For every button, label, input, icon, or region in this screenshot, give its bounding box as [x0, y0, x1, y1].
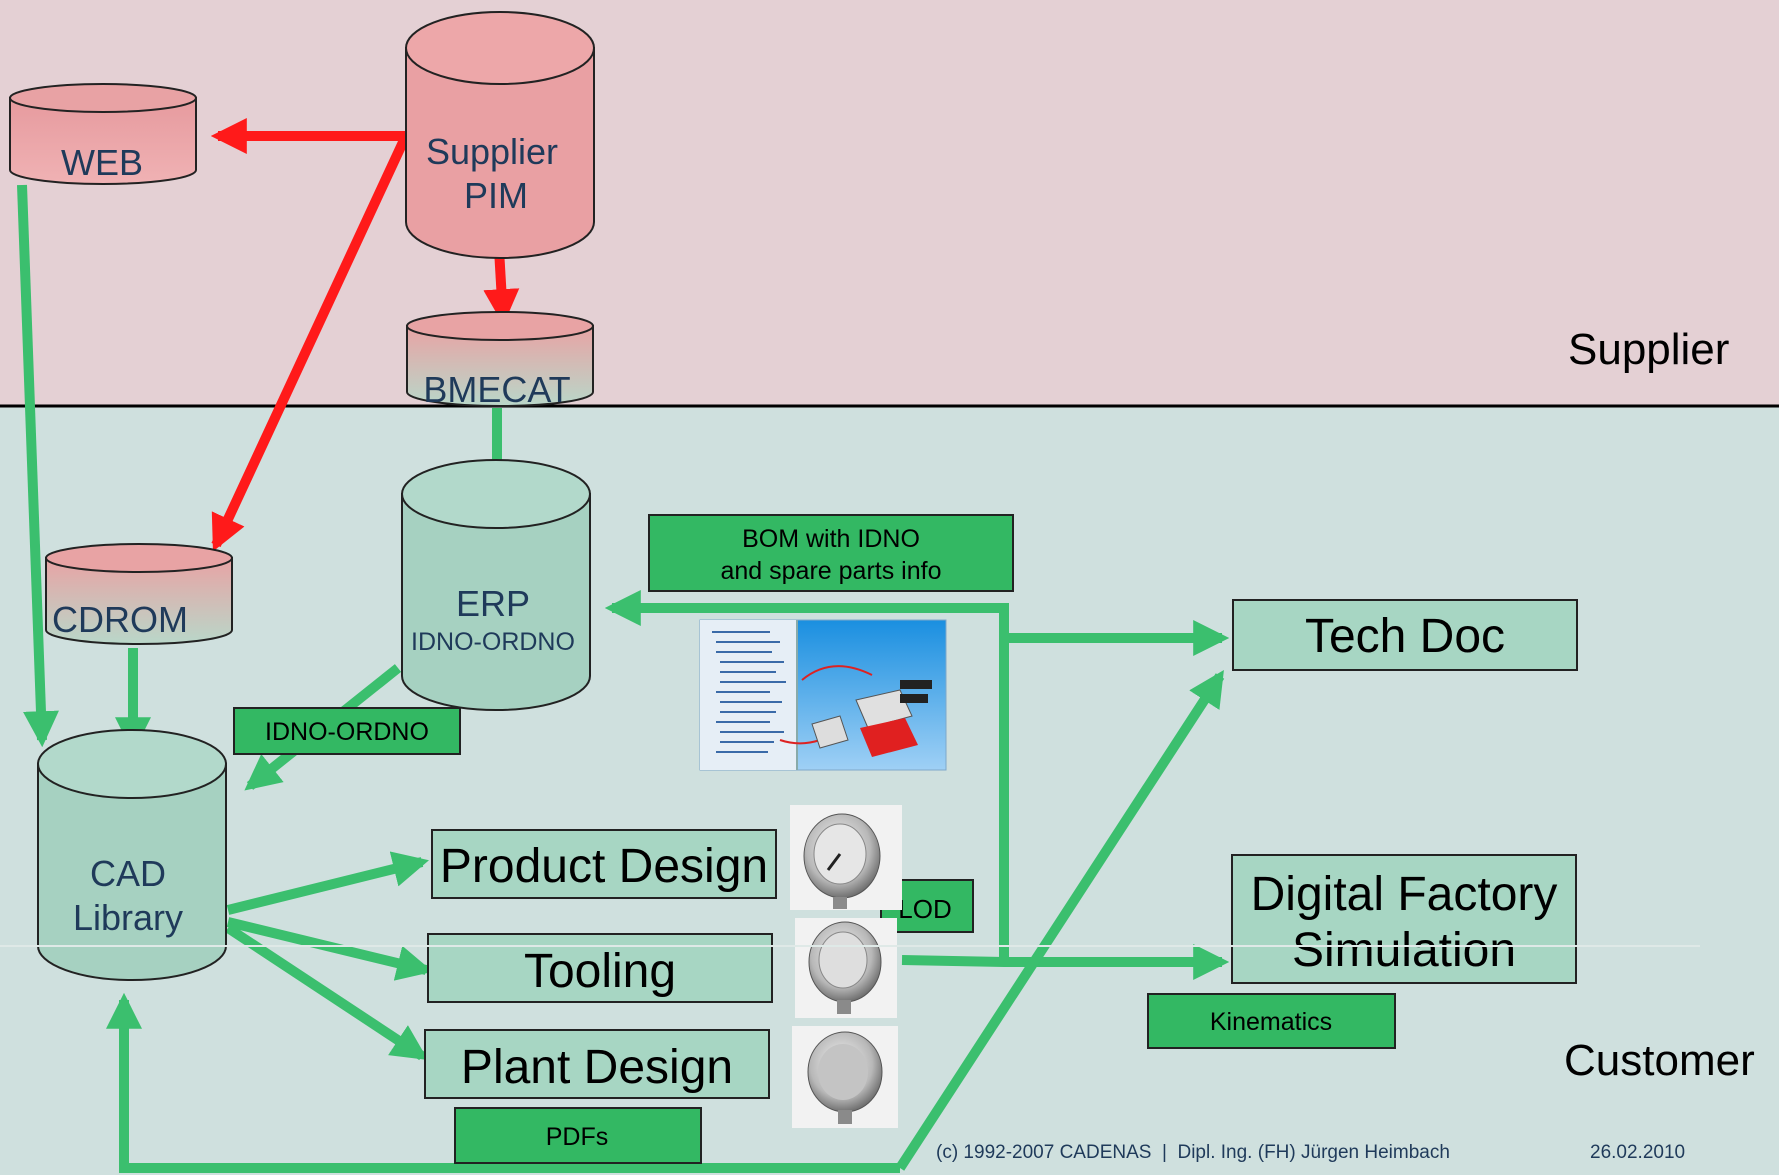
supplier-pim-label-line1: Supplier: [426, 131, 558, 172]
plant-design-box: Plant Design: [424, 1029, 770, 1099]
bmecat-database: BMECAT: [406, 311, 594, 410]
arrow-to-digital-factory: [901, 944, 1230, 980]
bom-tag: BOM with IDNO and spare parts info: [648, 514, 1014, 592]
kinematics-tag-label: Kinematics: [1210, 1008, 1332, 1036]
product-design-label: Product Design: [440, 840, 768, 893]
pdfs-tag-label: PDFs: [546, 1123, 609, 1151]
bmecat-label: BMECAT: [423, 369, 570, 410]
tech-doc-label: Tech Doc: [1305, 610, 1505, 663]
product-design-box: Product Design: [431, 829, 777, 899]
supplier-zone-label: Supplier: [1568, 325, 1729, 374]
cdrom-database: CDROM: [45, 543, 233, 645]
tech-doc-box: Tech Doc: [1232, 599, 1578, 671]
arrow-feedback-to-cad: [106, 992, 900, 1173]
arrow-pim-to-cdrom: [211, 137, 409, 552]
arrow-cad-to-plant-design: [225, 923, 429, 1061]
erp-idno-ordno-label: IDNO-ORDNO: [411, 628, 575, 656]
supplier-pim-label-line2: PIM: [464, 175, 528, 216]
customer-zone-label: Customer: [1564, 1036, 1755, 1085]
arrow-feedback-to-tech-doc: [895, 669, 1225, 1171]
idno-ordno-tag: IDNO-ORDNO: [233, 707, 461, 755]
idno-ordno-tag-label: IDNO-ORDNO: [265, 718, 429, 746]
cad-library-label-line2: Library: [73, 897, 183, 938]
arrow-cad-to-product-design: [226, 851, 429, 915]
arrow-to-erp: [604, 590, 1009, 962]
supplier-zone: [0, 0, 1779, 406]
tooling-box: Tooling: [427, 933, 773, 1003]
kinematics-tag: Kinematics: [1147, 993, 1396, 1049]
supplier-pim-database: Supplier PIM: [405, 11, 595, 259]
digital-factory-label-line1: Digital Factory: [1251, 868, 1558, 921]
gauge-image-high-detail: [790, 805, 902, 910]
erp-label: ERP: [456, 583, 530, 624]
lod-tag-label: LOD: [898, 894, 951, 924]
cad-library-database: CAD Library: [37, 729, 227, 981]
bom-tag-line1: BOM with IDNO: [742, 525, 920, 553]
digital-factory-box: Digital Factory Simulation: [1231, 854, 1577, 984]
cad-library-label-line1: CAD: [90, 853, 166, 894]
footer-date: 26.02.2010: [1590, 1142, 1685, 1163]
tooling-label: Tooling: [524, 945, 676, 998]
cdrom-label: CDROM: [52, 599, 188, 640]
footer-copyright: (c) 1992-2007 CADENAS | Dipl. Ing. (FH) …: [936, 1142, 1450, 1163]
gauge-image-medium-detail: [795, 918, 897, 1018]
arrow-web-to-cad: [17, 184, 59, 748]
web-database: WEB: [9, 83, 197, 185]
cad-screenshot-image: [699, 619, 947, 771]
web-label: WEB: [61, 142, 143, 183]
digital-factory-label-line2: Simulation: [1292, 924, 1516, 977]
gauge-image-low-detail: [792, 1026, 898, 1128]
plant-design-label: Plant Design: [461, 1041, 733, 1094]
erp-database: ERP IDNO-ORDNO: [401, 459, 591, 711]
pdfs-tag: PDFs: [454, 1107, 702, 1164]
bom-tag-line2: and spare parts info: [721, 557, 942, 585]
